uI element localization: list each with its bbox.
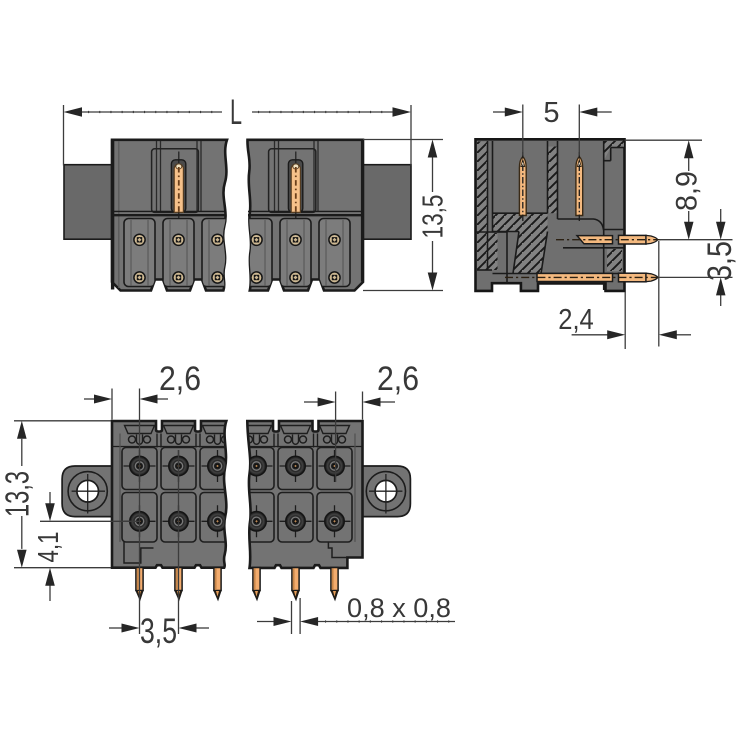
svg-text:2,4: 2,4 — [558, 304, 594, 336]
svg-text:4,1: 4,1 — [33, 532, 65, 563]
svg-text:3,5: 3,5 — [140, 612, 177, 651]
svg-text:8,9: 8,9 — [671, 171, 704, 211]
svg-text:L: L — [230, 93, 242, 132]
svg-text:2,6: 2,6 — [159, 360, 201, 398]
svg-text:2,6: 2,6 — [377, 360, 419, 398]
svg-text:13,3: 13,3 — [0, 471, 36, 517]
svg-text:0,8 x 0,8: 0,8 x 0,8 — [347, 593, 451, 623]
svg-text:3,5: 3,5 — [701, 241, 739, 281]
svg-text:5: 5 — [543, 97, 559, 129]
svg-text:13,5: 13,5 — [418, 195, 450, 239]
